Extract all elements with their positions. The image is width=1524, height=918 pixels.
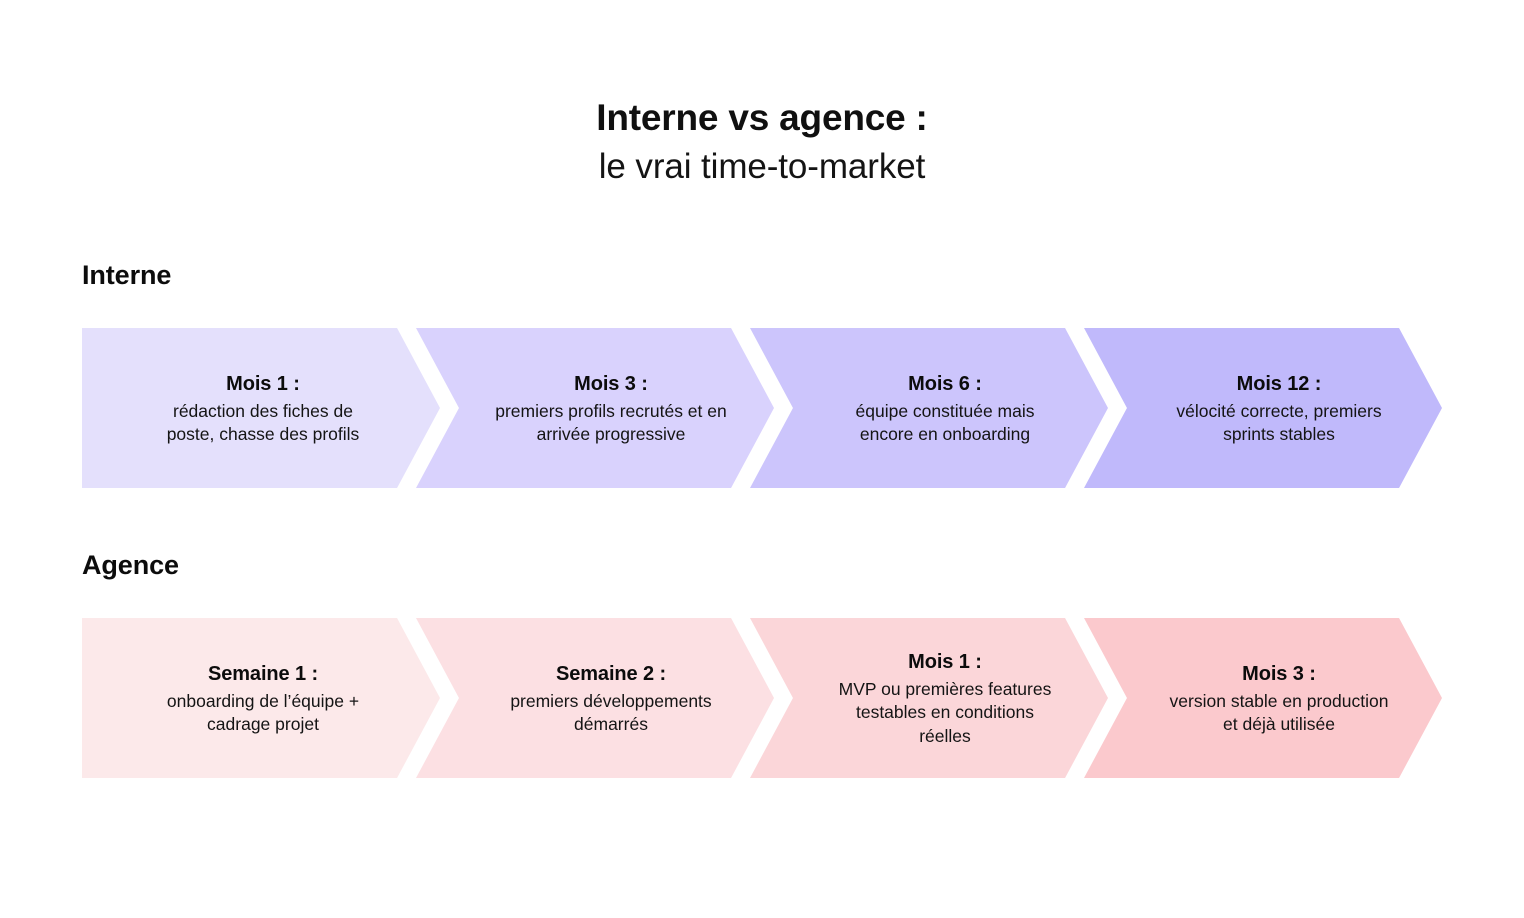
title-subtitle: le vrai time-to-market bbox=[598, 147, 926, 186]
page-title: Interne vs agence : le vrai time-to-mark… bbox=[0, 94, 1524, 192]
title-main: Interne vs agence : bbox=[596, 97, 928, 138]
timeline-step: Mois 6 : équipe constituée mais encore e… bbox=[750, 328, 1108, 488]
step-description: premiers développements démarrés bbox=[510, 690, 712, 735]
step-description: version stable en production et déjà uti… bbox=[1169, 690, 1389, 735]
step-heading: Mois 1 : bbox=[908, 650, 982, 673]
timeline-step: Mois 3 : premiers profils recrutés et en… bbox=[416, 328, 774, 488]
step-description: équipe constituée mais encore en onboard… bbox=[855, 400, 1035, 445]
step-heading: Mois 3 : bbox=[574, 372, 648, 395]
step-heading: Mois 3 : bbox=[1242, 662, 1316, 685]
step-heading: Mois 12 : bbox=[1236, 372, 1322, 395]
step-heading: Semaine 1 : bbox=[207, 662, 319, 685]
step-description: rédaction des fiches de poste, chasse de… bbox=[166, 400, 360, 445]
timeline-row-agence: Semaine 1 : onboarding de l’équipe + cad… bbox=[82, 618, 1462, 778]
step-description: vélocité correcte, premiers sprints stab… bbox=[1176, 400, 1382, 445]
timeline-step: Mois 1 : rédaction des fiches de poste, … bbox=[82, 328, 440, 488]
step-description: onboarding de l’équipe + cadrage projet bbox=[166, 690, 360, 735]
timeline-step: Semaine 1 : onboarding de l’équipe + cad… bbox=[82, 618, 440, 778]
section-interne: Interne Mois 1 : rédaction des fiches de… bbox=[82, 258, 1462, 488]
step-heading: Mois 6 : bbox=[908, 372, 982, 395]
step-description: premiers profils recrutés et en arrivée … bbox=[495, 400, 727, 445]
step-heading: Semaine 2 : bbox=[555, 662, 667, 685]
step-heading: Mois 1 : bbox=[226, 372, 300, 395]
timeline-step: Mois 3 : version stable en production et… bbox=[1084, 618, 1442, 778]
section-label-interne: Interne bbox=[82, 260, 172, 290]
timeline-step: Mois 1 : MVP ou premières features testa… bbox=[750, 618, 1108, 778]
timeline-step: Mois 12 : vélocité correcte, premiers sp… bbox=[1084, 328, 1442, 488]
timeline-row-interne: Mois 1 : rédaction des fiches de poste, … bbox=[82, 328, 1462, 488]
timeline-step: Semaine 2 : premiers développements déma… bbox=[416, 618, 774, 778]
section-agence: Agence Semaine 1 : onboarding de l’équip… bbox=[82, 548, 1462, 778]
step-description: MVP ou premières features testables en c… bbox=[838, 678, 1052, 746]
section-label-agence: Agence bbox=[82, 550, 179, 580]
